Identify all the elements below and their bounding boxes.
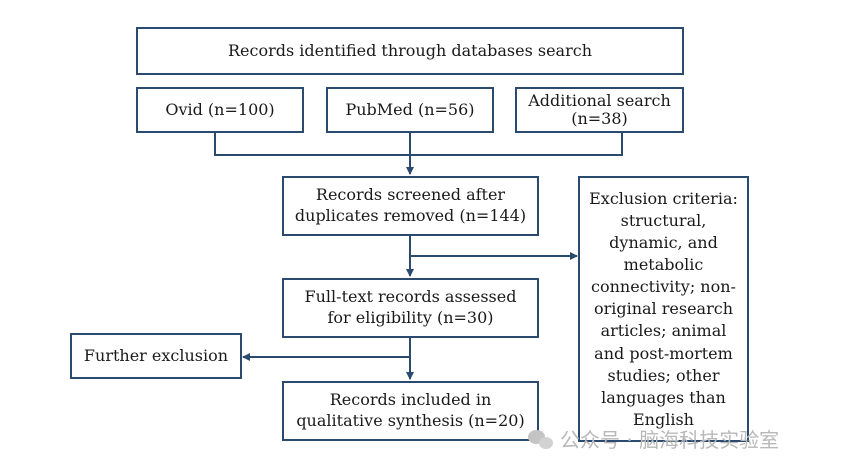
exclusion-criteria-line: English <box>633 409 694 429</box>
exclusion-criteria-line: and post-mortem <box>594 343 733 363</box>
exclusion-criteria-line: articles; animal <box>600 321 727 341</box>
exclusion-criteria-text: Exclusion criteria: structural,dynamic, a… <box>589 188 738 431</box>
full-text-assessed-label-1: Full-text records assessed <box>304 287 517 307</box>
additional-search-box: Additional search (n=38) <box>515 87 684 133</box>
watermark-text: 公众号 · 脑海科技实验室 <box>560 428 780 452</box>
wechat-icon <box>528 428 554 450</box>
sources-merge-line <box>214 133 623 156</box>
further-exclusion-box: Further exclusion <box>70 333 242 379</box>
records-identified-label: Records identified through databases sea… <box>227 40 593 60</box>
pubmed-label: PubMed (n=56) <box>345 99 475 119</box>
records-included-box: Records included in qualitative synthesi… <box>282 381 539 441</box>
exclusion-criteria-line: metabolic <box>623 255 704 275</box>
records-screened-box: Records screened after duplicates remove… <box>282 176 539 236</box>
exclusion-criteria-line: dynamic, and <box>609 233 718 253</box>
records-screened-label-2: duplicates removed (n=144) <box>294 206 527 225</box>
exclusion-criteria-line: studies; other <box>607 365 720 385</box>
records-screened-label-1: Records screened after <box>315 185 506 205</box>
pubmed-box: PubMed (n=56) <box>326 87 494 133</box>
ovid-label: Ovid (n=100) <box>165 99 275 119</box>
exclusion-criteria-line: structural, <box>620 211 707 231</box>
additional-search-label-1: Additional search <box>528 90 671 110</box>
exclusion-criteria-line: connectivity; non- <box>591 277 736 297</box>
records-included-label-1: Records included in <box>329 390 492 410</box>
exclusion-criteria-line: Exclusion criteria: <box>589 189 738 208</box>
exclusion-criteria-line: original research <box>593 299 734 319</box>
records-included-label-2: qualitative synthesis (n=20) <box>296 411 525 430</box>
watermark: 公众号 · 脑海科技实验室 <box>528 424 779 453</box>
full-text-assessed-box: Full-text records assessed for eligibili… <box>282 278 539 338</box>
further-exclusion-label: Further exclusion <box>83 345 229 365</box>
ovid-box: Ovid (n=100) <box>136 87 304 133</box>
exclusion-criteria-line: languages than <box>601 387 726 407</box>
exclusion-criteria-box: Exclusion criteria: structural,dynamic, a… <box>578 176 749 442</box>
records-identified-box: Records identified through databases sea… <box>136 27 684 75</box>
additional-search-label-2: (n=38) <box>571 109 628 128</box>
full-text-assessed-label-2: for eligibility (n=30) <box>327 308 494 327</box>
